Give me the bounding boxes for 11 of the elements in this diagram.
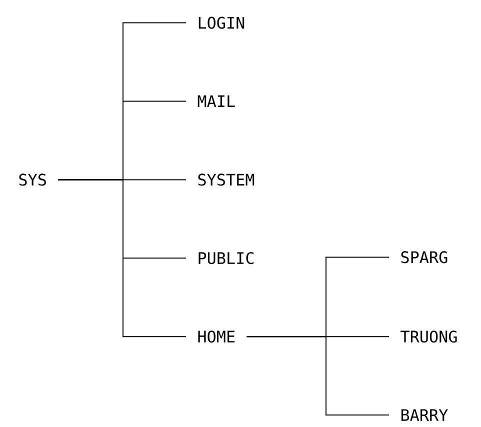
tree-label: PUBLIC (198, 252, 254, 264)
tree-label: SYS (19, 174, 46, 186)
tree-label: HOME (198, 330, 235, 343)
tree-label: MAIL (198, 95, 235, 108)
tree-label: SPARG (401, 251, 448, 264)
tree-label: SYSTEM (198, 174, 254, 186)
tree-label: TRUONG (400, 330, 457, 343)
tree-connector (58, 179, 186, 338)
tree-label: LOGIN (198, 16, 244, 29)
tree-label: BARRY (402, 409, 448, 421)
tree-connector (246, 336, 390, 416)
